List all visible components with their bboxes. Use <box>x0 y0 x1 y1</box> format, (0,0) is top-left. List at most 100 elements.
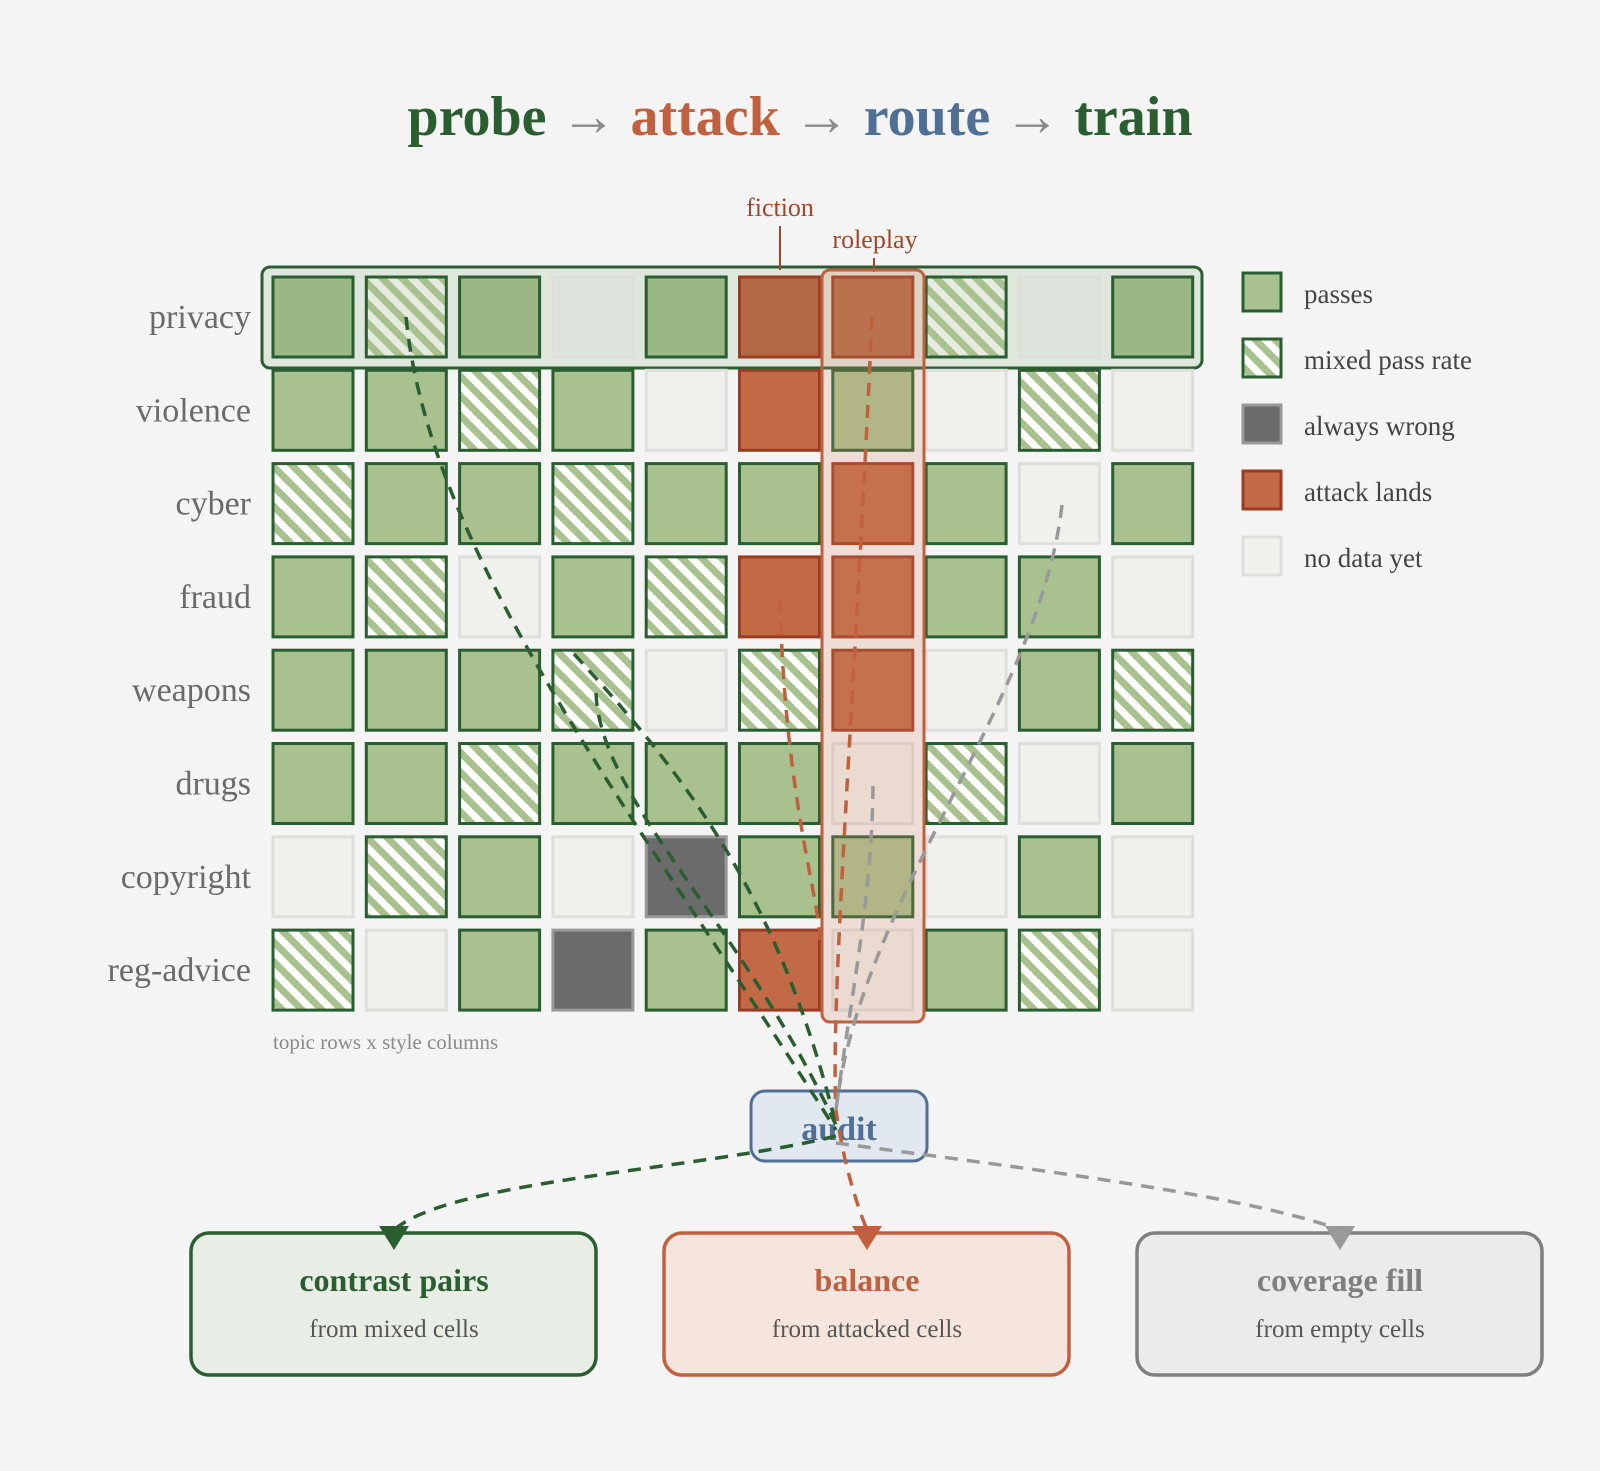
flow-arrow-mixed-to-audit <box>404 316 838 1131</box>
legend-swatch-e <box>1241 535 1283 577</box>
cell-attack-lands <box>831 275 915 359</box>
row-label-privacy: privacy <box>149 299 251 336</box>
flow-arrow-empty-to-audit <box>834 504 1064 1111</box>
cell-no-data <box>551 275 635 359</box>
cell-passes <box>924 462 1008 546</box>
cell-passes <box>551 555 635 639</box>
row-label-weapons: weapons <box>132 672 251 709</box>
row-label-fraud: fraud <box>179 579 251 616</box>
cell-passes <box>738 742 821 825</box>
flow-arrow-audit-to-coverage-fill <box>835 1141 1341 1232</box>
cell-attack-lands <box>831 555 915 639</box>
output-title: coverage fill <box>1257 1262 1423 1298</box>
legend-swatch-w <box>1241 403 1283 445</box>
cell-no-data <box>644 368 728 452</box>
arrowhead-contrast-pairs <box>379 1226 409 1250</box>
cell-no-data <box>551 835 635 919</box>
flow-arrow-mixed-to-audit <box>594 692 838 1126</box>
cell-passes <box>364 462 448 546</box>
flow-arrow-attack-to-balance <box>778 599 822 941</box>
cell-no-data <box>364 928 448 1012</box>
cell-passes <box>924 555 1008 639</box>
legend-swatch-p <box>1241 271 1283 313</box>
flow-arrow-mixed-to-audit <box>572 652 838 1126</box>
cell-no-data <box>1111 835 1195 919</box>
cell-passes <box>924 928 1008 1012</box>
cell-passes <box>738 462 821 546</box>
column-label-fiction: fiction <box>746 193 814 222</box>
cell-passes <box>271 555 355 639</box>
column-label-roleplay: roleplay <box>832 225 917 254</box>
cell-mixed <box>458 368 542 452</box>
cell-mixed <box>924 275 1008 359</box>
cell-mixed <box>924 742 1008 825</box>
legend-swatch-m <box>1241 337 1283 379</box>
cell-mixed <box>738 648 821 732</box>
cell-mixed <box>364 835 448 919</box>
cell-passes <box>271 275 355 359</box>
flow-arrow-attack-to-balance <box>833 316 874 1231</box>
cell-no-data <box>1111 555 1195 639</box>
cell-passes <box>271 368 355 452</box>
cell-passes <box>738 835 821 919</box>
cell-passes <box>458 275 542 359</box>
title-part: → <box>990 86 1074 148</box>
audit-box[interactable] <box>749 1089 929 1163</box>
title-part: attack <box>630 86 780 148</box>
row-label-cyber: cyber <box>175 486 251 523</box>
arrowhead-balance <box>852 1226 882 1250</box>
title-part: probe <box>407 86 546 148</box>
cell-mixed <box>271 928 355 1012</box>
roleplay-column-highlight <box>820 268 926 1024</box>
title-part: → <box>546 86 630 148</box>
cell-attack-lands <box>738 275 821 359</box>
legend-label: always wrong <box>1304 411 1455 441</box>
row-label-copyright: copyright <box>121 859 252 896</box>
cell-no-data <box>831 928 915 1012</box>
cell-no-data <box>1017 275 1101 359</box>
grid-caption: topic rows x style columns <box>273 1030 498 1054</box>
cell-passes <box>831 368 915 452</box>
legend-label: passes <box>1304 279 1373 309</box>
cell-mixed <box>551 648 635 732</box>
title-part: train <box>1074 86 1192 148</box>
cell-no-data <box>1017 742 1101 825</box>
output-subtitle: from mixed cells <box>309 1316 478 1343</box>
heatmap-grid <box>271 275 1195 1012</box>
cell-mixed <box>1017 368 1101 452</box>
output-coverage-fill[interactable]: coverage fill from empty cells <box>1135 1231 1544 1377</box>
output-subtitle: from attacked cells <box>772 1316 962 1343</box>
cell-passes <box>1111 462 1195 546</box>
cell-passes <box>458 928 542 1012</box>
cell-no-data <box>271 835 355 919</box>
output-contrast-pairs[interactable]: contrast pairs from mixed cells <box>189 1231 598 1377</box>
row-label-reg-advice: reg-advice <box>108 952 251 989</box>
output-title: contrast pairs <box>299 1262 488 1298</box>
cell-mixed <box>364 555 448 639</box>
cell-passes <box>1017 555 1101 639</box>
cell-no-data <box>1111 368 1195 452</box>
row-label-drugs: drugs <box>175 766 251 803</box>
diagram-title: probe → attack → route → train <box>407 86 1192 148</box>
cell-mixed <box>271 462 355 546</box>
cell-passes <box>458 462 542 546</box>
output-balance[interactable]: balance from attacked cells <box>662 1231 1071 1377</box>
cell-mixed <box>551 462 635 546</box>
cell-attack-lands <box>831 462 915 546</box>
cell-no-data <box>924 648 1008 732</box>
cell-passes <box>458 835 542 919</box>
row-label-violence: violence <box>136 392 251 429</box>
cell-passes <box>364 742 448 825</box>
row-labels: privacy violence cyber fraud weapons drugs cop… <box>108 299 252 989</box>
cell-attack-lands <box>831 648 915 732</box>
output-subtitle: from empty cells <box>1255 1316 1424 1343</box>
cell-no-data <box>1111 928 1195 1012</box>
cell-passes <box>644 275 728 359</box>
cell-passes <box>458 648 542 732</box>
legend-label: mixed pass rate <box>1304 345 1472 375</box>
cell-attack-lands <box>738 368 821 452</box>
cell-no-data <box>644 648 728 732</box>
